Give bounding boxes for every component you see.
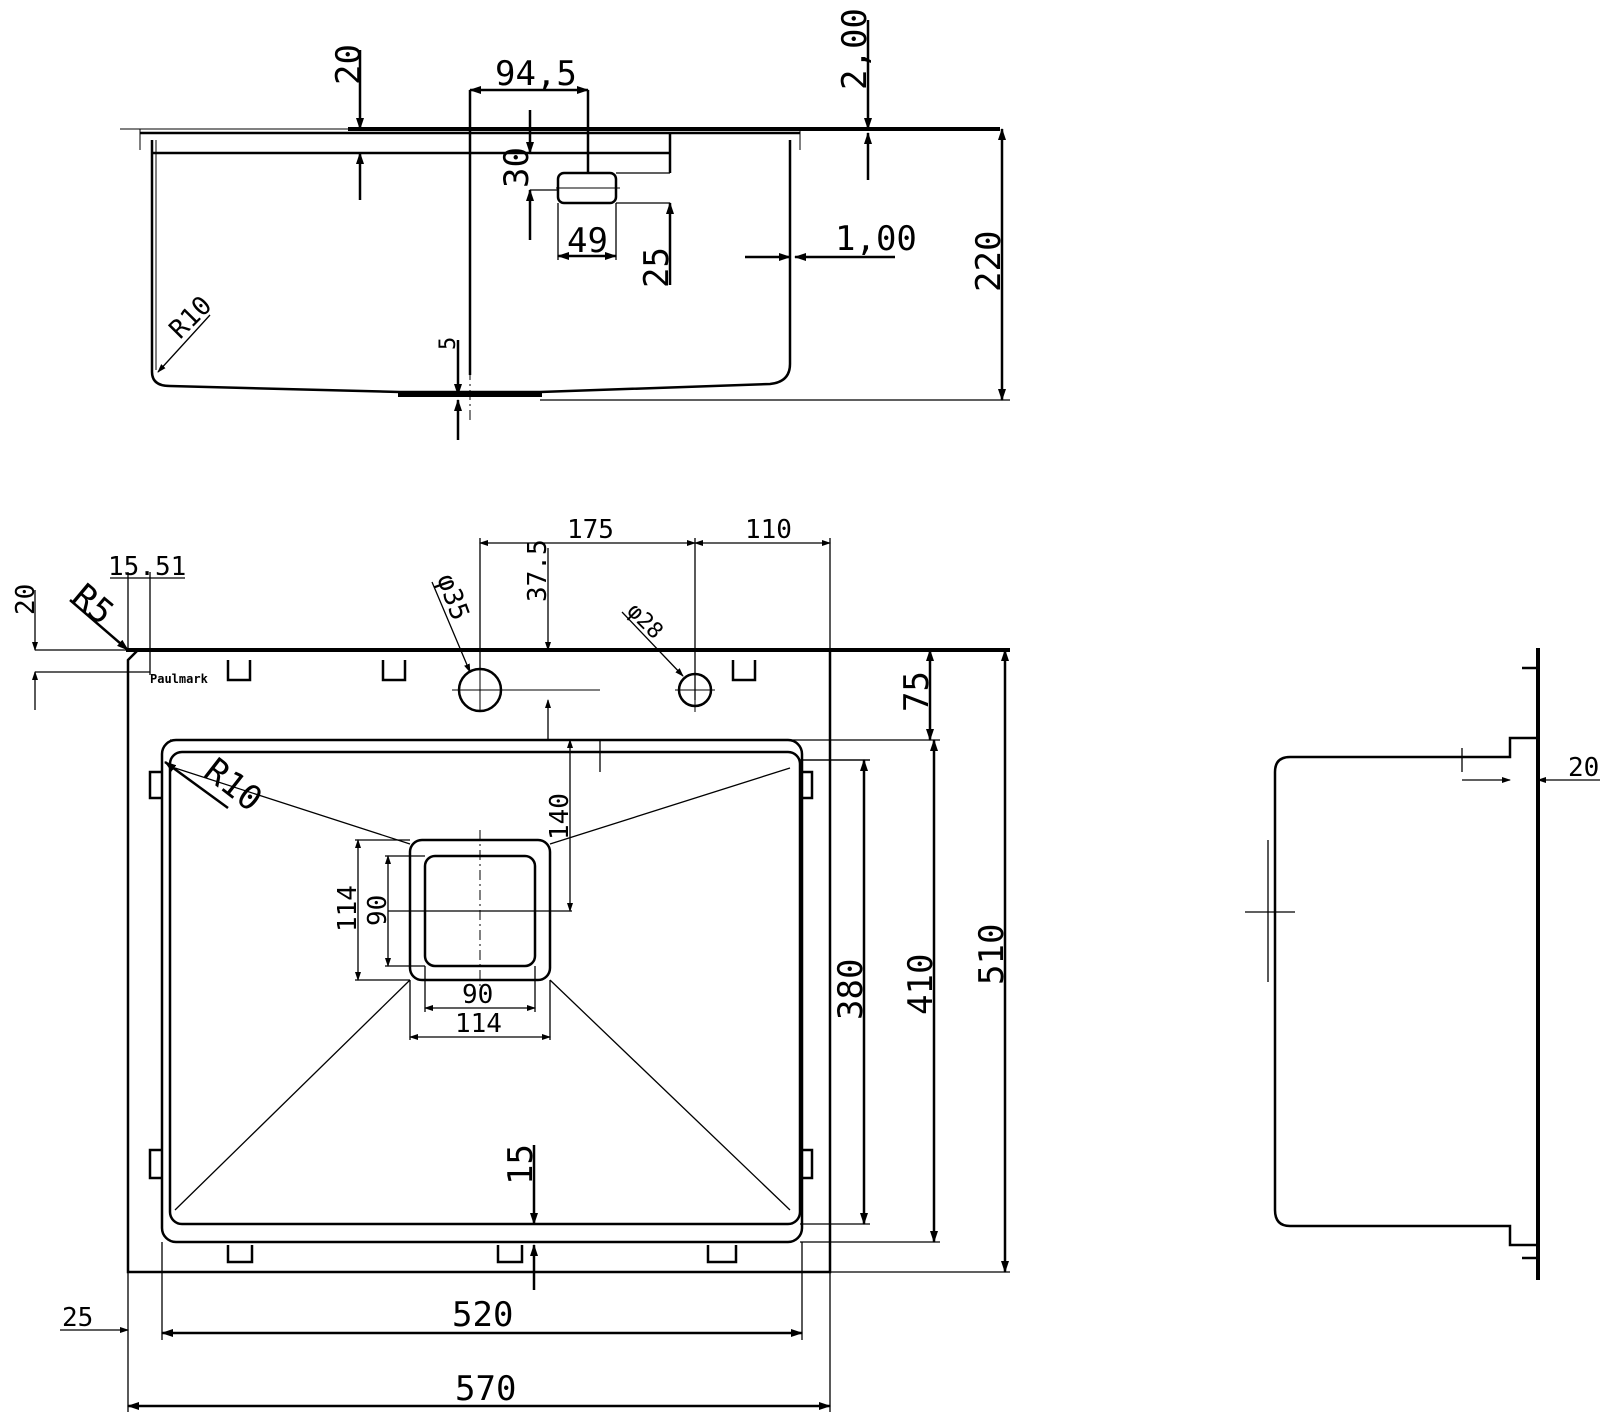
dim-text: 175	[567, 515, 614, 545]
dim-text: 220	[969, 231, 1009, 292]
dim-text: R10	[196, 751, 269, 820]
dim-text: 15.51	[108, 552, 186, 582]
dim-text: 510	[972, 924, 1012, 985]
dim-text: 110	[745, 515, 792, 545]
dim-text: 380	[831, 959, 871, 1020]
dim-text: 140	[545, 793, 575, 840]
mounting-clip	[226, 660, 252, 682]
dim-text: 570	[455, 1369, 516, 1409]
dim-text: 520	[452, 1295, 513, 1335]
mounting-clip	[802, 770, 814, 800]
dim-text: 75	[897, 671, 937, 712]
brand-logo: Paulmark	[150, 672, 209, 686]
dim-text: 20	[11, 584, 41, 615]
dim-text: 90	[363, 895, 393, 926]
dim-text: 37.5	[523, 539, 553, 602]
mounting-clip	[148, 1148, 162, 1180]
section-view: 20 94,5 2,00 30 49 25 1,00 220 R10	[120, 8, 1010, 440]
dim-text: 25	[637, 247, 677, 288]
dim-text: 410	[901, 954, 941, 1015]
dim-text: 1,00	[835, 219, 917, 259]
mounting-clip	[496, 1245, 524, 1264]
dim-text: 30	[497, 147, 537, 188]
dim-text: 20	[329, 44, 369, 85]
dim-text: 20	[1568, 753, 1599, 783]
plan-view: Paulmark 175 110 15.51	[11, 515, 1012, 1412]
dim-text: 114	[333, 885, 363, 932]
mounting-clip	[706, 1245, 738, 1264]
dim-text: 94,5	[495, 54, 577, 94]
dim-text: 25	[62, 1303, 93, 1333]
dim-text: 5	[436, 337, 461, 350]
mounting-clip	[381, 660, 407, 682]
dim-text: 90	[462, 980, 493, 1010]
dim-text: 49	[567, 221, 608, 261]
dim-text: φ28	[622, 599, 668, 645]
mounting-clip	[148, 770, 162, 800]
dim-text: 114	[455, 1009, 502, 1039]
dim-text: φ35	[430, 570, 474, 624]
dim-text: 2,00	[835, 8, 875, 90]
mounting-clip	[226, 1245, 254, 1264]
mounting-clip	[731, 660, 757, 682]
dim-text: R10	[164, 291, 218, 345]
dim-text: R5	[64, 576, 121, 633]
side-view: 20	[1245, 648, 1600, 1280]
mounting-clip	[802, 1148, 814, 1180]
dim-text: 15	[501, 1144, 541, 1185]
